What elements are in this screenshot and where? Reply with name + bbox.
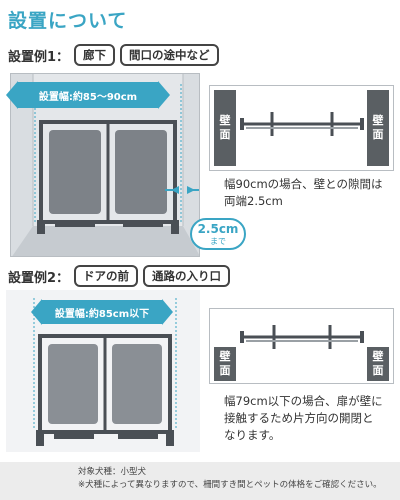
example2-tag-door: ドアの前 (74, 265, 139, 287)
example1-tag-corridor: 廊下 (74, 44, 116, 66)
example2-width-banner: 設置幅:約85cm以下 (42, 300, 162, 324)
example1-gap-badge: 2.5cm まで (190, 218, 246, 250)
gate-top-view-1 (240, 112, 364, 136)
example1-tag-midway: 間口の途中など (120, 44, 219, 66)
wall-left: 壁面 (214, 90, 236, 166)
example2-top-view-diagram: 壁面 壁面 (209, 308, 394, 384)
wall-left: 壁面 (214, 347, 236, 381)
target-breed: 対象犬種：小型犬 (78, 467, 147, 477)
gap-value: 2.5cm (197, 222, 239, 236)
footer-note: 対象犬種：小型犬 ※犬種によって異なりますので、柵間すき間とペットの体格をご確認… (0, 462, 400, 500)
example2-tag-entrance: 通路の入り口 (143, 265, 231, 287)
example2-label: 設置例2： (8, 270, 70, 286)
breed-caution: ※犬種によって異なりますので、柵間すき間とペットの体格をご確認ください。 (78, 480, 382, 490)
example1-top-view-diagram: 壁面 壁面 (209, 85, 394, 171)
example1-width-banner: 設置幅:約85～90cm (18, 82, 158, 108)
gap-suffix: まで (210, 237, 226, 246)
example1-label: 設置例1： (8, 49, 70, 65)
wall-right: 壁面 (367, 347, 389, 381)
example1-header: 設置例1： 廊下 間口の途中など (8, 44, 219, 66)
example2-header: 設置例2： ドアの前 通路の入り口 (8, 265, 231, 287)
example1-description: 幅90cmの場合、壁との隙間は 両端2.5cm (224, 177, 383, 208)
gate-top-view-2 (240, 325, 364, 349)
page-title: 設置について (8, 10, 128, 32)
wall-right: 壁面 (367, 90, 389, 166)
example2-description: 幅79cm以下の場合、扉が壁に 接触するため片方向の開閉と なります。 (224, 394, 383, 442)
